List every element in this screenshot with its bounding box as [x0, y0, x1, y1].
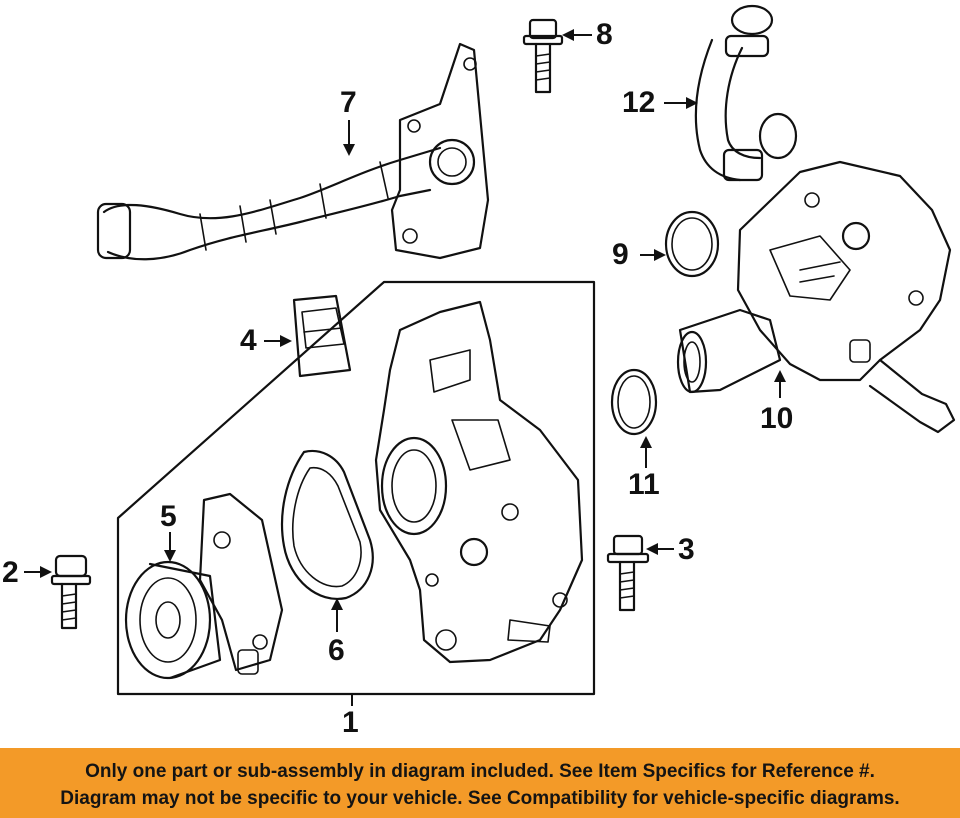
bolt-2 [50, 554, 92, 630]
gasket-4 [292, 294, 352, 378]
bolt-3 [606, 534, 650, 612]
callout-12: 12 [622, 86, 656, 119]
callout-6: 6 [328, 634, 345, 667]
callout-1: 1 [342, 706, 359, 739]
thermostat-housing-10 [676, 160, 956, 434]
o-ring-9 [664, 210, 720, 278]
o-ring-11 [610, 368, 658, 436]
callout-2: 2 [2, 556, 19, 589]
callout-3: 3 [678, 533, 695, 566]
water-pump-5 [124, 492, 284, 680]
callout-leaders [24, 29, 786, 706]
callout-8: 8 [596, 18, 613, 51]
callout-10: 10 [760, 402, 794, 435]
callout-7: 7 [340, 86, 357, 119]
disclaimer-line-1: Only one part or sub-assembly in diagram… [85, 761, 875, 782]
coolant-pipe-7 [96, 42, 490, 261]
callout-9: 9 [612, 238, 629, 271]
disclaimer-banner: Only one part or sub-assembly in diagram… [0, 748, 960, 818]
hose-12 [694, 4, 798, 182]
assembly-outline [116, 280, 596, 696]
gasket-6 [280, 449, 374, 601]
callout-11: 11 [628, 468, 660, 501]
bolt-8 [522, 18, 564, 94]
callout-4: 4 [240, 324, 257, 357]
pump-housing-1 [374, 300, 584, 664]
parts-diagram: 1 2 3 4 5 6 7 8 9 10 11 12 [2, 4, 956, 739]
disclaimer-line-2: Diagram may not be specific to your vehi… [60, 788, 900, 809]
callout-5: 5 [160, 500, 177, 533]
